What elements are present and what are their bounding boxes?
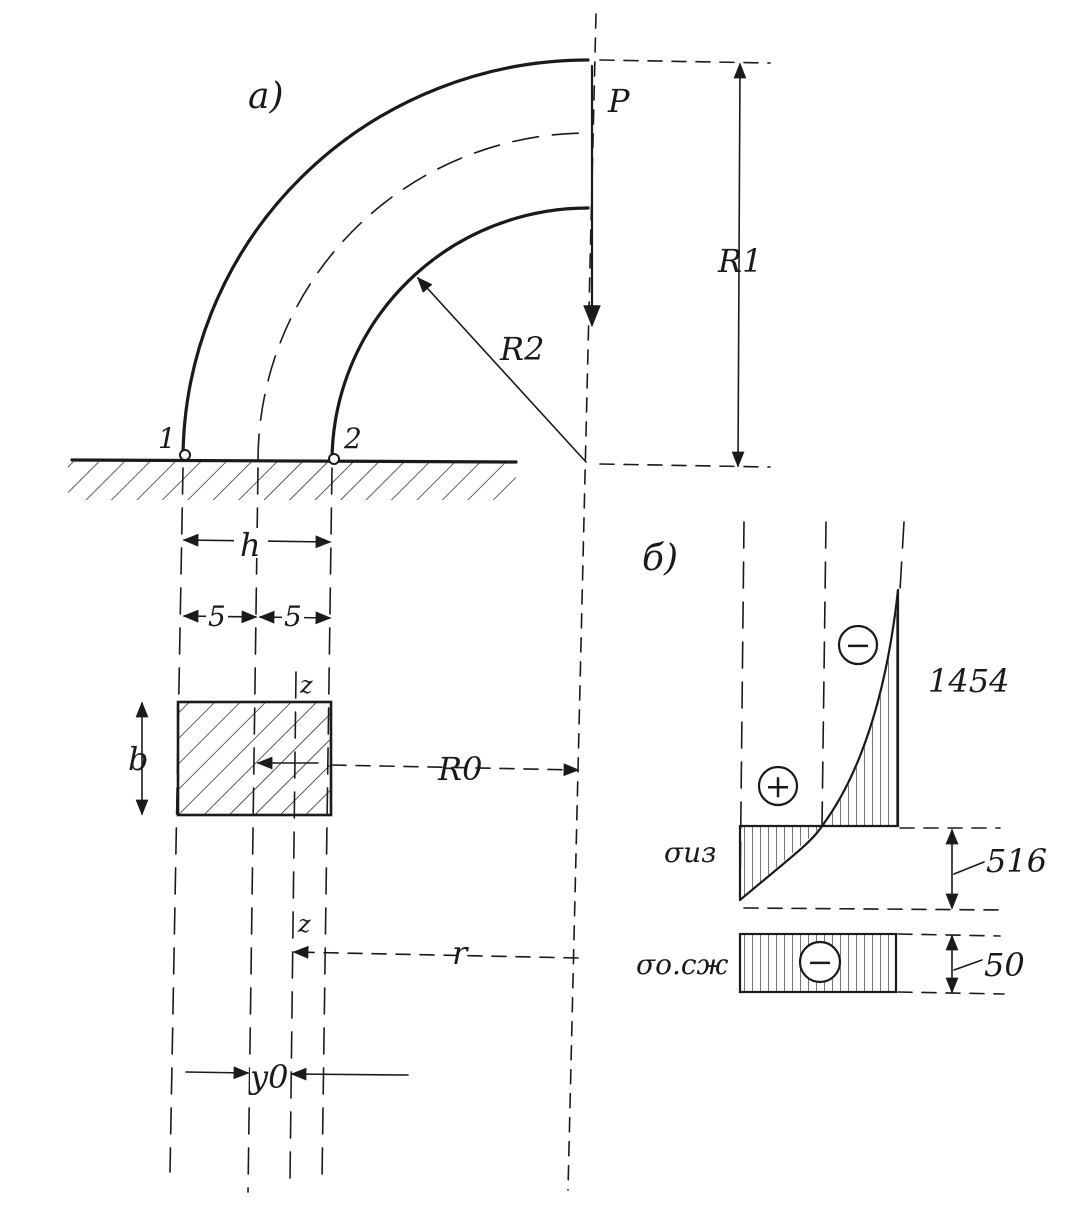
plus-sign: + [765, 767, 792, 805]
point-2-marker [328, 453, 340, 465]
y0-arrow-left [185, 1066, 250, 1080]
sigma-compression-label: σо.сж [636, 948, 729, 981]
compression-stress-value: 50 [984, 946, 1025, 984]
r2-radius-arrow [416, 276, 587, 463]
extension-line-centroid [247, 467, 259, 1193]
r0-dimension-line [331, 763, 580, 777]
section-rectangle [176, 700, 333, 817]
max-stress-value: 1454 [928, 662, 1009, 700]
point-2-label: 2 [343, 422, 362, 455]
r-dimension-line [292, 945, 579, 959]
b-label: b [128, 740, 148, 778]
dim-50-top-extension [897, 933, 1001, 937]
r-label: r [452, 934, 469, 972]
r0-label: R0 [437, 750, 482, 788]
epure-line-middle [821, 521, 827, 827]
ground-line [70, 458, 518, 464]
h-label: h [240, 526, 261, 564]
extension-line-2 [321, 467, 333, 1181]
diagram-a: a) 1 2 P R1 R2 h [68, 13, 771, 1193]
point-1-label: 1 [158, 422, 176, 455]
cross-section: z b [128, 671, 333, 817]
half-left-label: 5 [208, 600, 226, 633]
y0-label-bg [250, 1056, 288, 1092]
ground-support [68, 458, 518, 500]
z-axis-top-label: z [299, 671, 313, 699]
r2-label: R2 [499, 330, 544, 368]
minus-sign-circle-bottom [798, 940, 842, 984]
r1-top-extension [599, 59, 771, 64]
epure-line-left [739, 521, 745, 899]
epure-negative-area [822, 590, 898, 826]
minus-sign-top: − [845, 626, 872, 664]
dim-50-leader [953, 959, 983, 971]
r1-label: R1 [717, 242, 762, 280]
diagram-b: б) − + − 1454 516 50 σиз σо.сж [636, 521, 1047, 995]
stress-curve [738, 588, 900, 902]
y0-label: y0 [248, 1058, 288, 1096]
ground-hatch [68, 462, 516, 500]
dim-516-leader [953, 861, 985, 875]
point-1-marker [179, 449, 191, 461]
r1-bottom-extension [599, 463, 771, 468]
outer-arc [181, 58, 590, 462]
half-right-bg [282, 600, 304, 628]
centroid-arc [257, 132, 589, 461]
minus-sign-bottom: − [807, 943, 834, 981]
epure-line-right [899, 521, 905, 591]
dim-516-bottom-extension [743, 907, 1005, 911]
half-left-bg [206, 600, 228, 628]
force-label: P [607, 82, 630, 120]
bending-stress-value: 516 [986, 842, 1047, 880]
inner-arc [330, 206, 590, 462]
diagram-a-title: a) [248, 76, 284, 117]
sigma-bending-label: σиз [664, 836, 716, 869]
dim-50-bottom-extension [897, 991, 1005, 995]
plus-sign-circle [757, 765, 799, 807]
minus-sign-circle-top [837, 624, 879, 666]
z-axis-bottom-label: z [297, 910, 311, 938]
y0-arrow-right [290, 1067, 409, 1081]
half-right-label: 5 [284, 600, 302, 633]
diagram-b-title: б) [642, 538, 678, 579]
extension-line-1 [169, 467, 184, 1173]
r1-dimension-arrow [731, 62, 747, 468]
h-label-bg [234, 528, 268, 558]
